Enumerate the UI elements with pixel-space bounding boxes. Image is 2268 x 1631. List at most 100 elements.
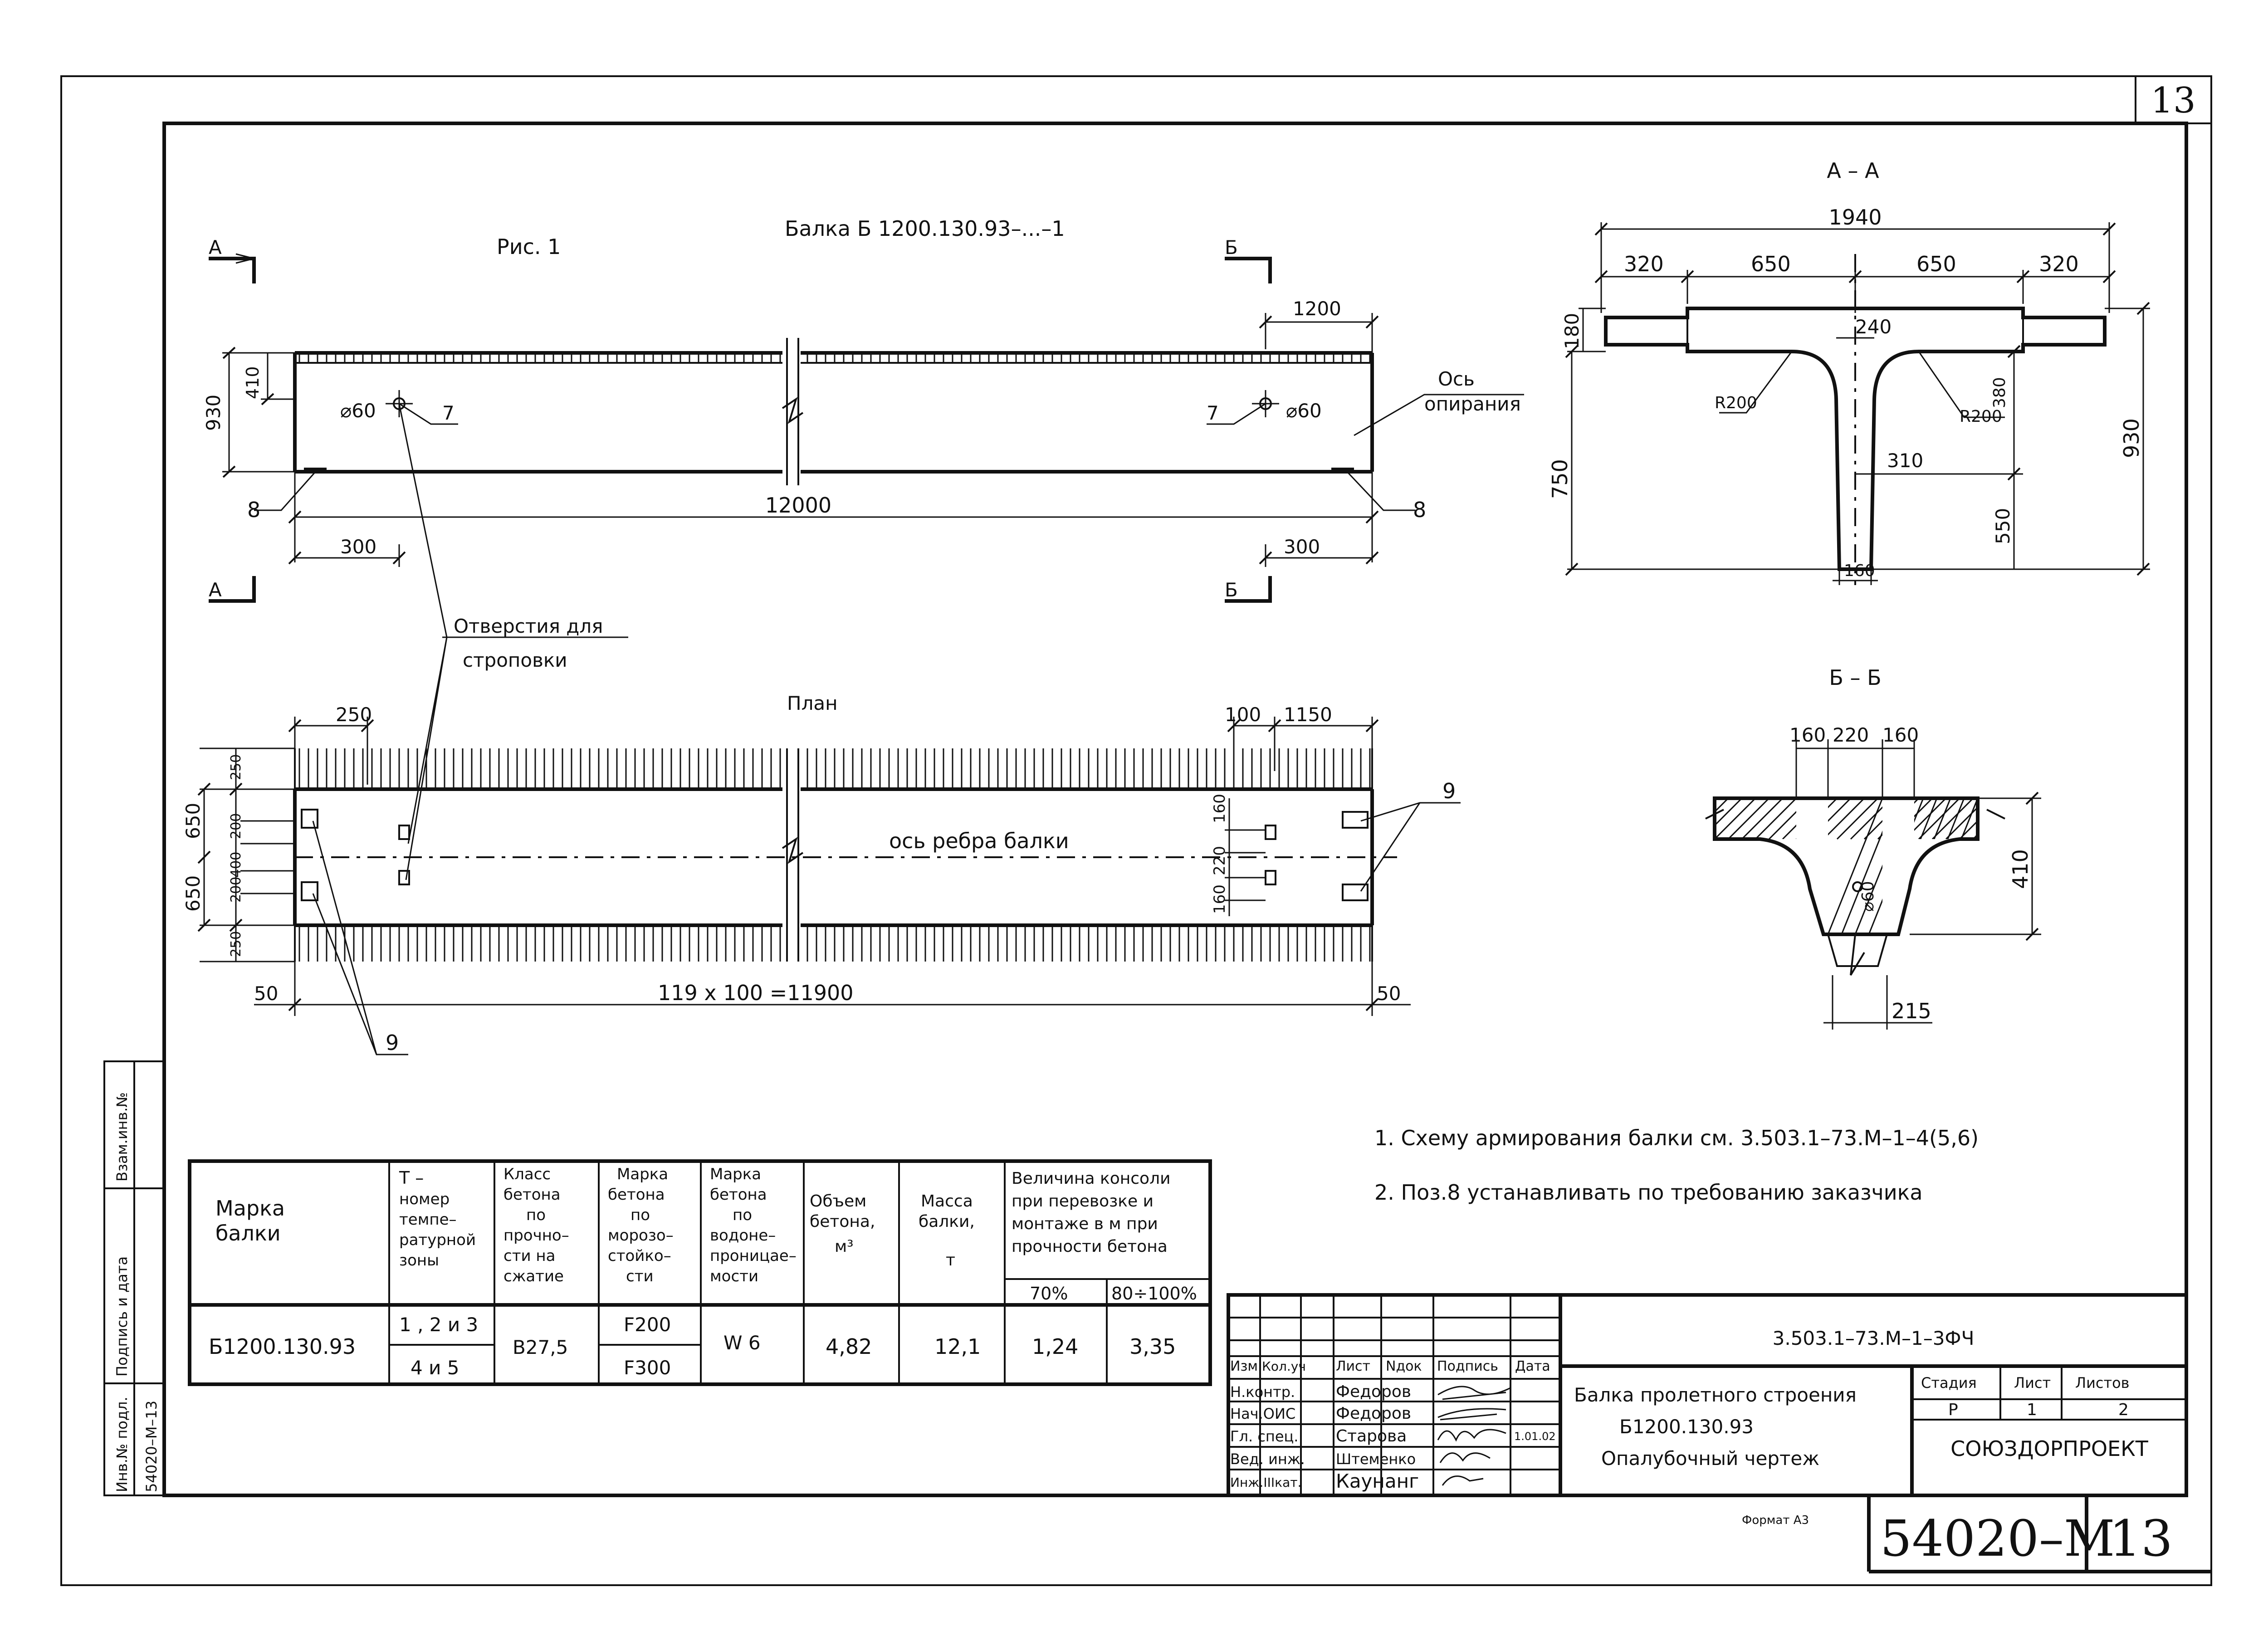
section-bb: Б – Б 160 220 160 ⌀60 410 215 — [1705, 665, 2041, 1030]
section-aa-outline — [1604, 307, 2107, 571]
th-frost-3: по — [631, 1206, 650, 1224]
th-volume-2: бетона, — [810, 1212, 875, 1231]
staff-name-1: Федоров — [1336, 1382, 1411, 1401]
dim-aa-310: 310 — [1887, 449, 1923, 472]
th-mark-2: балки — [215, 1221, 281, 1245]
col-data: Дата — [1515, 1358, 1550, 1374]
plan-ticks-bottom — [298, 925, 1371, 962]
callout-7-right: 7 — [1207, 402, 1219, 424]
th-tzone-2: номер — [399, 1190, 450, 1208]
td-c80: 3,35 — [1129, 1334, 1176, 1359]
col-list: Лист — [1336, 1358, 1370, 1374]
col-podpis: Подпись — [1437, 1358, 1498, 1374]
dim-bb-215: 215 — [1892, 999, 1931, 1023]
callout-9-left: 9 — [386, 1030, 399, 1055]
callout-8-right: 8 — [1413, 498, 1426, 522]
sheet-value: 1 — [2027, 1401, 2037, 1419]
dim-plan-v-400: 400 — [228, 852, 244, 878]
lifting-holes-label-2: строповки — [463, 649, 567, 671]
th-class-4: прочно– — [503, 1226, 569, 1245]
th-console-80: 80÷100% — [1111, 1284, 1197, 1304]
th-mark-1: Марка — [215, 1196, 285, 1221]
callout-8-left: 8 — [247, 498, 260, 522]
th-water-1: Марка — [710, 1165, 761, 1183]
callout-7-left: 7 — [442, 402, 455, 424]
dim-length-12000: 12000 — [765, 493, 831, 518]
td-tzone-1: 1 , 2 и 3 — [399, 1314, 478, 1336]
dim-aa-650-left: 650 — [1751, 252, 1791, 276]
th-frost-2: бетона — [608, 1186, 665, 1204]
stage-value: Р — [1948, 1401, 1958, 1419]
signature-3 — [1437, 1429, 1506, 1442]
dim-plan-1150: 1150 — [1284, 703, 1332, 726]
corner-sheet-number: 13 — [2151, 80, 2195, 121]
th-console-4: прочности бетона — [1012, 1237, 1168, 1256]
beam-title: Балка Б 1200.130.93–...–1 — [785, 216, 1065, 241]
strip-inv-orig: Инв.№ подл. — [113, 1397, 131, 1492]
th-water-5: проницае– — [710, 1247, 797, 1265]
th-water-4: водоне– — [710, 1226, 776, 1245]
staff-name-2: Федоров — [1336, 1404, 1411, 1423]
section-marker-a-top — [209, 257, 256, 283]
td-frost-2: F300 — [624, 1357, 671, 1379]
td-frost-1: F200 — [624, 1314, 671, 1336]
dim-bb-160-right: 160 — [1882, 724, 1919, 746]
th-console-1: Величина консоли — [1012, 1169, 1171, 1188]
plan-ticks-top — [298, 748, 1371, 789]
hole-dia-right: ⌀60 — [1286, 400, 1322, 422]
section-marker-b-top — [1225, 257, 1272, 283]
sheet-label: Лист — [2014, 1374, 2051, 1392]
title-block: 3.503.1–73.М–1–3ФЧ Изм Кол.уч Лист Nдок … — [1227, 1293, 2211, 1573]
dim-plan-end-50-left: 50 — [254, 982, 278, 1005]
signature-4 — [1439, 1452, 1491, 1463]
th-class-1: Класс — [503, 1165, 551, 1183]
organization: СОЮЗДОРПРОЕКТ — [1950, 1436, 2149, 1461]
plan-label: План — [787, 692, 838, 714]
support-axis-label-1: Ось — [1438, 368, 1475, 390]
dim-plan-v-650-top: 650 — [182, 803, 204, 839]
td-c70: 1,24 — [1032, 1334, 1078, 1359]
signature-5 — [1442, 1475, 1484, 1486]
col-izm: Изм — [1230, 1358, 1258, 1374]
th-console-70: 70% — [1030, 1284, 1068, 1304]
th-mass-1: Масса — [921, 1192, 973, 1211]
section-bb-title: Б – Б — [1829, 665, 1881, 690]
radius-right: R200 — [1960, 407, 2002, 426]
hole-dia-left: ⌀60 — [340, 400, 376, 422]
th-water-3: по — [733, 1206, 752, 1224]
staff-role-1: Н.контр. — [1230, 1383, 1295, 1401]
td-mark: Б1200.130.93 — [209, 1334, 356, 1359]
dim-plan-v-250-top: 250 — [228, 754, 244, 780]
note-1: 1. Схему армирования балки см. 3.503.1–7… — [1374, 1126, 1979, 1150]
elevation-view: Рис. 1 Балка Б 1200.130.93–...–1 А А Б Б… — [202, 216, 1524, 880]
format-label: Формат А3 — [1742, 1514, 1809, 1527]
staff-date-3: 1.01.02 — [1514, 1430, 1556, 1443]
support-axis-label-2: опирания — [1424, 393, 1521, 415]
th-tzone-4: ратурной — [399, 1231, 476, 1249]
dim-aa-930: 930 — [2119, 418, 2144, 458]
staff-role-2: Нач.ОИС — [1230, 1405, 1295, 1422]
dim-plan-v-250-bottom: 250 — [228, 931, 244, 957]
dim-overhang-1200: 1200 — [1293, 298, 1341, 320]
inner-frame — [162, 122, 2188, 1497]
drawing-number: 54020–М — [1880, 1509, 2115, 1568]
td-tzone-2: 4 и 5 — [411, 1357, 459, 1379]
staff-role-5: Инж.IIIкат. — [1230, 1475, 1301, 1490]
revision-grid — [1228, 1294, 1560, 1496]
th-water-6: мости — [710, 1267, 758, 1285]
col-koluch: Кол.уч — [1262, 1359, 1306, 1374]
sheets-label: Листов — [2075, 1374, 2130, 1392]
th-class-2: бетона — [503, 1186, 561, 1204]
dim-bb-160-left: 160 — [1789, 724, 1826, 746]
desc-line-2: Б1200.130.93 — [1619, 1416, 1754, 1438]
dim-aa-380: 380 — [1990, 377, 2009, 408]
outer-frame — [60, 75, 2212, 1586]
section-b-label-top: Б — [1225, 236, 1238, 259]
doc-code: 3.503.1–73.М–1–3ФЧ — [1773, 1327, 1975, 1349]
th-console-3: монтаже в м при — [1012, 1215, 1158, 1233]
section-marker-a-bottom — [209, 576, 256, 603]
dim-plan-vr-160-bottom: 160 — [1211, 884, 1229, 914]
plan-view: План 250 100 1150 ось ребра балки — [182, 692, 1461, 1055]
th-frost-4: морозо– — [608, 1226, 674, 1245]
lifting-holes-label-1: Отверстия для — [454, 615, 603, 637]
